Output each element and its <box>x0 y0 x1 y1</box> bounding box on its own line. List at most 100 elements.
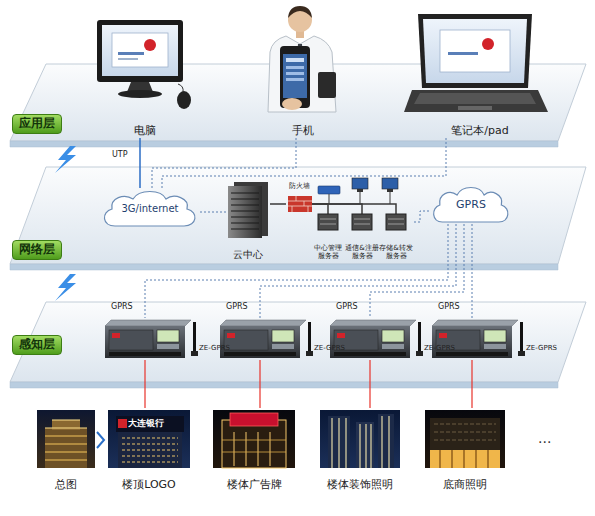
photo-rooftop-logo <box>118 432 182 468</box>
layer-plane <box>10 167 586 264</box>
connector-line <box>139 138 141 188</box>
connector-line <box>270 203 286 205</box>
layer-plane <box>8 300 588 388</box>
connector-label: UTP <box>112 150 128 159</box>
photo-billboard <box>222 420 286 468</box>
gprs-controller-label: ZE-GPRS <box>526 344 557 352</box>
layer-edge <box>10 141 558 147</box>
photo-facade-lighting <box>356 422 374 468</box>
network-cloud: GPRS <box>430 184 512 224</box>
network-cloud-label: 3G/internet <box>100 203 200 215</box>
connector-line <box>370 224 464 318</box>
businessman-figure <box>288 8 312 32</box>
layer-band-label: 应用层 <box>12 114 62 134</box>
firewall-node-label: 防火墙 <box>278 182 320 190</box>
photo-billboard <box>213 410 295 468</box>
photo-facade-lighting <box>378 414 394 468</box>
gprs-controller-label: ZE-GPRS <box>199 344 230 352</box>
layer-band-label: 感知层 <box>12 335 62 355</box>
photo-facade-lighting <box>332 416 389 468</box>
server-node-label: 通信&注册 服务器 <box>344 244 380 260</box>
photo-overview <box>45 420 87 428</box>
photo-shopfront-lighting <box>430 418 500 468</box>
lightning-bolt <box>55 274 76 301</box>
server-node-label: 中心管理 服务器 <box>310 244 346 260</box>
layer-edge <box>10 264 558 270</box>
lighting-photo-label: 底商照明 <box>415 479 515 492</box>
connector-line <box>312 204 396 214</box>
chevron-symbol <box>97 432 104 448</box>
photo-shopfront-lighting <box>425 410 505 468</box>
photo-overview <box>37 410 95 468</box>
connector-line <box>472 224 473 318</box>
connector-line <box>369 360 370 408</box>
server-node-label: 存储&转发 服务器 <box>378 244 414 260</box>
cloud-center-label: 云中心 <box>220 249 276 261</box>
terminal-node-label: 笔记本/pad <box>402 125 558 138</box>
photo-rooftop-logo <box>108 410 190 468</box>
network-cloud: 3G/internet <box>100 188 200 228</box>
annotation-label: ... <box>538 430 551 446</box>
server-node: 存储&转发 服务器 <box>378 214 414 260</box>
photo-shopfront-lighting <box>425 410 505 468</box>
connector-label: GPRS <box>438 302 460 311</box>
photo-facade-lighting <box>320 410 400 468</box>
gprs-controller: ZE-GPRS <box>432 318 558 360</box>
laptop-computer <box>482 38 494 50</box>
photo-rooftop-logo <box>116 416 184 432</box>
desktop-computer <box>118 58 138 60</box>
lighting-photo-label: 楼体广告牌 <box>203 479 305 492</box>
lighting-photo: 楼体广告牌 <box>213 408 295 492</box>
lighting-photo-label: 楼顶LOGO <box>98 479 200 492</box>
lighting-photo: 总图 <box>35 408 97 492</box>
connector-line <box>260 224 456 318</box>
photo-billboard <box>230 413 278 426</box>
gprs-controller: ZE-GPRS <box>220 318 346 360</box>
businessman-figure <box>288 6 312 18</box>
server-node: 通信&注册 服务器 <box>344 214 380 260</box>
photo-shopfront-lighting <box>434 424 496 440</box>
server-node: 中心管理 服务器 <box>310 214 346 260</box>
terminal-node-label: 手机 <box>255 125 350 138</box>
connector-line <box>200 212 226 213</box>
terminal-node-label: 电脑 <box>85 125 205 138</box>
photo-overview <box>45 436 87 460</box>
laptop-computer <box>448 52 478 55</box>
layer-band: 网络层3G/internet云中心防火墙中心管理 服务器通信&注册 服务器存储&… <box>8 165 588 270</box>
desktop-computer <box>144 39 156 51</box>
photo-shopfront-lighting <box>430 450 500 468</box>
layer-band: 应用层电脑 手机 笔记本/pad <box>8 62 588 147</box>
connector-line <box>145 224 448 318</box>
gprs-controller-label: ZE-GPRS <box>314 344 345 352</box>
terminal-node: 笔记本/pad <box>412 10 548 138</box>
terminal-node: 手机 <box>265 2 340 138</box>
lighting-photo: 底商照明 <box>425 408 505 492</box>
cloud-center: 云中心 <box>226 180 270 260</box>
connector-line <box>162 138 446 188</box>
photo-billboard <box>213 410 295 468</box>
connector-label: GPRS <box>226 302 248 311</box>
connector-line <box>471 360 472 408</box>
lighting-photo: 楼体装饰照明 <box>320 408 400 492</box>
desktop-computer <box>112 33 168 67</box>
connector-line <box>144 360 145 408</box>
firewall-node: 防火墙 <box>286 182 312 214</box>
gprs-controller-label: ZE-GPRS <box>424 344 455 352</box>
layer-band-label: 网络层 <box>12 240 62 260</box>
layer-plane <box>10 302 586 382</box>
gprs-controller: ZE-GPRS <box>105 318 231 360</box>
photo-billboard <box>234 432 270 466</box>
photo-rooftop-logo <box>108 410 190 468</box>
layer-band: 感知层 ZE-GPRS ZE-GPRS ZE-GPRS ZE-GPRS <box>8 300 588 388</box>
connector-line <box>312 204 362 214</box>
connector-line <box>414 211 430 222</box>
photo-rooftop-logo <box>118 419 127 428</box>
photo-facade-lighting <box>328 416 350 468</box>
businessman-figure <box>296 29 304 38</box>
photo-rooftop-logo <box>122 438 178 462</box>
lighting-photo-label: 楼体装饰照明 <box>310 479 410 492</box>
connector-label: GPRS <box>336 302 358 311</box>
terminal-node: 电脑 <box>95 18 195 138</box>
